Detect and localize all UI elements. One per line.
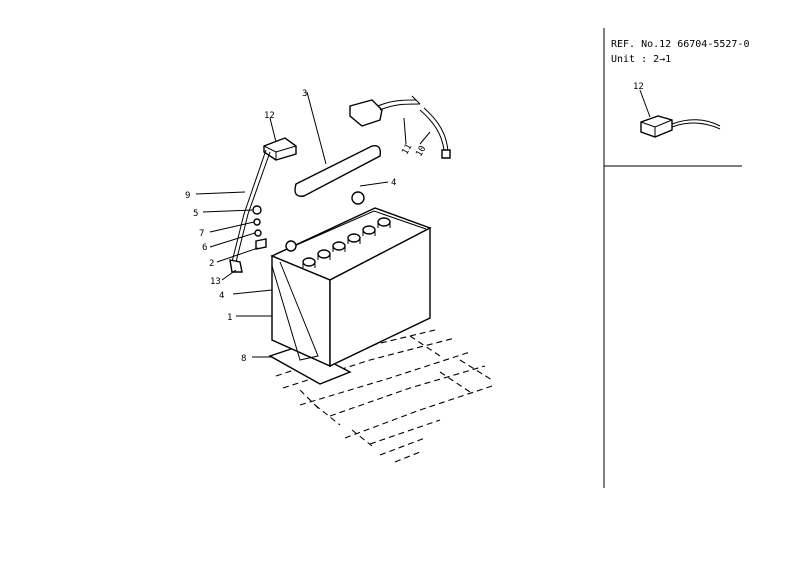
battery (270, 191, 432, 368)
callout-10: 10 (414, 144, 428, 158)
positive-cable (349, 95, 451, 159)
positive-terminal (351, 191, 365, 205)
callout-1: 1 (227, 313, 232, 323)
callout-4: 4 (391, 178, 396, 188)
leader-lines (195, 91, 431, 358)
inset-terminal-cover: 12 (633, 82, 721, 138)
reference-unit: Unit : 2→1 (611, 54, 671, 65)
callout-13: 13 (210, 277, 221, 287)
battery-cell-caps (302, 217, 391, 268)
hold-down-rod (271, 261, 319, 361)
callout-7: 7 (199, 229, 204, 239)
negative-terminal (285, 240, 297, 252)
spring-washer (253, 218, 261, 226)
callout-5: 5 (193, 209, 198, 219)
nut (252, 205, 262, 215)
callout-6: 6 (202, 243, 207, 253)
callout-11: 11 (400, 142, 414, 156)
callout-8: 8 (241, 354, 246, 364)
callout-2: 2 (209, 259, 214, 269)
reference-number: REF. No.12 66704-5527-0 (611, 39, 749, 50)
callout-9: 9 (185, 191, 190, 201)
insulator-plate (268, 345, 352, 385)
terminal-cover-bar (294, 145, 382, 197)
callout-4-b: 4 (219, 291, 224, 301)
negative-cable (229, 137, 297, 273)
inset-callout-label: 12 (633, 82, 644, 92)
callout-12: 12 (264, 111, 275, 121)
callout-3: 3 (302, 89, 307, 99)
flat-washer (254, 229, 262, 237)
bolt (255, 238, 267, 250)
